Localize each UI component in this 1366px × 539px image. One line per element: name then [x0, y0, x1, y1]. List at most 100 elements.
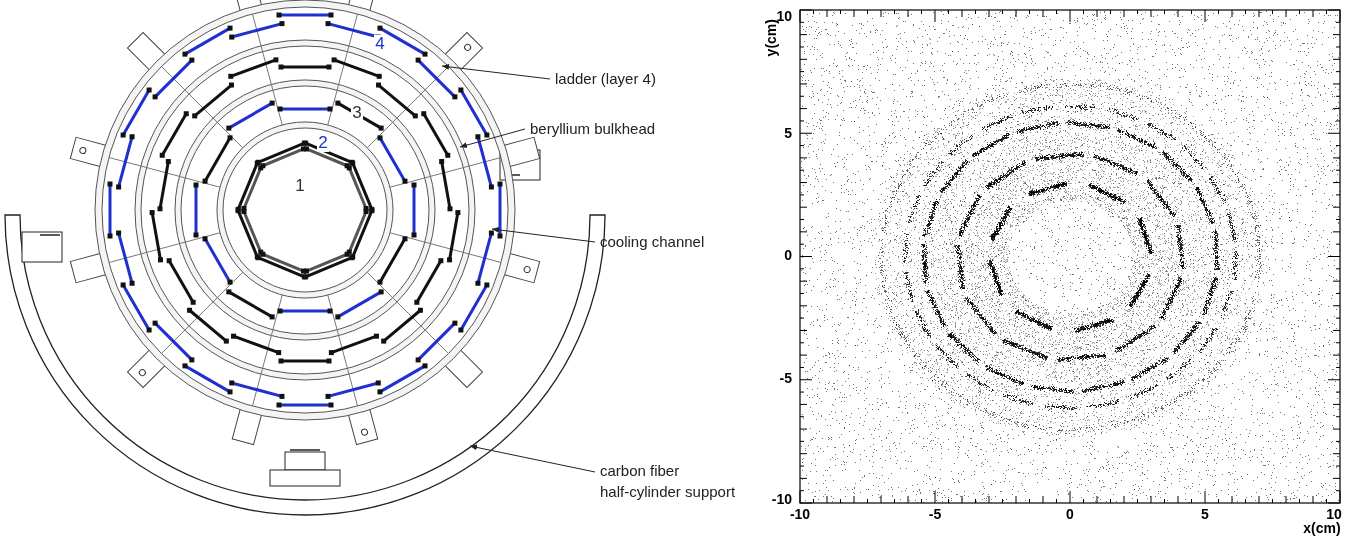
x-tick: [908, 496, 909, 503]
y-tick: [1333, 59, 1340, 60]
x-tick: [1232, 496, 1233, 503]
x-tick: [813, 499, 814, 503]
x-tick: [1232, 10, 1233, 17]
y-tick: [800, 490, 804, 491]
x-tick: [1043, 10, 1044, 17]
x-tick: [1245, 10, 1246, 14]
x-tick: [894, 10, 895, 14]
x-tick: [1124, 496, 1125, 503]
x-tick: [975, 499, 976, 503]
part-label: carbon fiber: [600, 463, 679, 480]
y-tick: [800, 231, 807, 232]
x-tick-label: 5: [1201, 507, 1209, 522]
y-tick: [800, 182, 807, 183]
axis-title: y(cm): [764, 19, 779, 56]
y-tick: [1333, 404, 1340, 405]
x-tick: [854, 496, 855, 503]
x-tick: [881, 10, 882, 17]
x-tick: [827, 496, 828, 503]
y-tick: [1336, 268, 1340, 269]
x-tick: [1259, 496, 1260, 503]
x-tick: [1137, 499, 1138, 503]
x-tick: [1029, 499, 1030, 503]
x-tick: [1056, 499, 1057, 503]
x-tick: [1002, 499, 1003, 503]
x-tick: [1286, 496, 1287, 503]
y-tick: [1336, 342, 1340, 343]
x-tick: [975, 10, 976, 14]
y-tick: [800, 120, 804, 121]
y-tick: [800, 145, 804, 146]
y-tick: [800, 22, 804, 23]
y-tick: [800, 157, 807, 158]
x-tick: [1340, 491, 1341, 503]
y-tick: [800, 170, 804, 171]
x-tick: [1029, 10, 1030, 14]
y-tick: [800, 330, 807, 331]
y-tick: [800, 453, 807, 454]
y-tick: [1333, 83, 1340, 84]
y-tick-label: 0: [784, 248, 792, 263]
x-tick: [1205, 10, 1206, 22]
y-tick: [1336, 293, 1340, 294]
y-tick-label: -5: [780, 371, 792, 386]
y-tick: [1336, 22, 1340, 23]
y-tick: [800, 108, 807, 109]
y-tick: [1333, 330, 1340, 331]
y-tick: [1336, 416, 1340, 417]
y-tick: [1333, 108, 1340, 109]
y-tick: [1336, 96, 1340, 97]
y-tick: [800, 466, 804, 467]
x-tick: [800, 10, 801, 22]
y-tick: [1336, 466, 1340, 467]
x-tick: [1151, 496, 1152, 503]
y-tick: [1333, 453, 1340, 454]
y-tick: [1333, 34, 1340, 35]
y-tick: [1333, 429, 1340, 430]
y-tick: [800, 318, 804, 319]
y-tick: [800, 355, 807, 356]
y-tick: [800, 379, 812, 380]
y-tick: [1333, 182, 1340, 183]
x-tick: [1110, 10, 1111, 14]
y-tick: [800, 83, 807, 84]
x-tick: [1313, 496, 1314, 503]
x-tick: [1070, 491, 1071, 503]
x-tick: [827, 10, 828, 17]
y-tick: [1336, 170, 1340, 171]
y-tick: [800, 207, 807, 208]
x-tick: [854, 10, 855, 17]
part-label: beryllium bulkhead: [530, 121, 655, 138]
x-tick: [1245, 499, 1246, 503]
y-tick: [1336, 244, 1340, 245]
x-tick: [800, 491, 801, 503]
x-tick: [840, 499, 841, 503]
x-tick: [1124, 10, 1125, 17]
x-tick: [1164, 499, 1165, 503]
x-tick: [1016, 10, 1017, 17]
y-tick: [1336, 392, 1340, 393]
x-tick: [1286, 10, 1287, 17]
y-tick: [800, 96, 804, 97]
y-tick: [1328, 379, 1340, 380]
x-tick: [1313, 10, 1314, 17]
y-tick: [800, 305, 807, 306]
y-tick: [800, 219, 804, 220]
x-tick: [935, 491, 936, 503]
y-tick: [1333, 231, 1340, 232]
plot-border: [800, 10, 1340, 503]
x-tick: [1178, 10, 1179, 17]
y-tick: [1333, 478, 1340, 479]
x-tick: [1191, 499, 1192, 503]
y-tick: [800, 441, 804, 442]
x-tick: [1326, 10, 1327, 14]
y-tick: [800, 10, 812, 11]
x-tick: [1191, 10, 1192, 14]
layer-number: 4: [374, 35, 385, 54]
x-tick: [1340, 10, 1341, 22]
x-tick-label: -5: [929, 507, 941, 522]
y-tick: [1336, 490, 1340, 491]
y-tick: [1336, 219, 1340, 220]
part-label: ladder (layer 4): [555, 71, 656, 88]
